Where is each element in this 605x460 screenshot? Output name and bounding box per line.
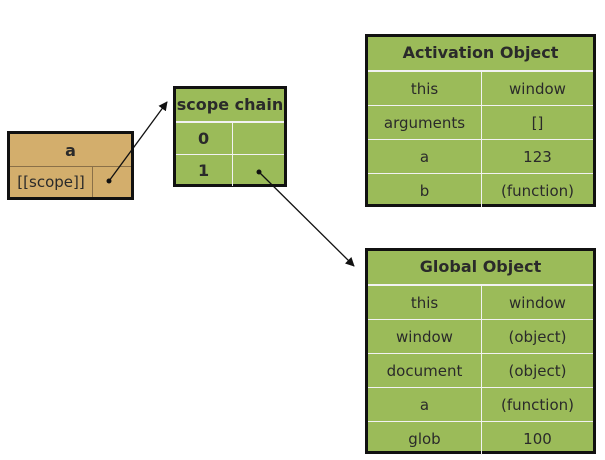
global-key: a	[419, 395, 430, 414]
global-row: glob 100	[368, 421, 593, 455]
object-a-title: a	[10, 134, 131, 167]
scope-chain-index-1: 1	[198, 161, 210, 180]
activation-key: this	[410, 79, 439, 98]
global-key: glob	[408, 429, 441, 448]
global-key: document	[386, 361, 463, 380]
scope-chain-box: scope chain 0 1	[173, 86, 287, 187]
activation-value: window	[481, 72, 593, 105]
object-a-box: a [[scope]]	[7, 131, 134, 200]
activation-key: a	[419, 147, 430, 166]
activation-row: this window	[368, 71, 593, 105]
object-a-scope-value	[92, 167, 131, 197]
object-a-scope-label: [[scope]]	[17, 173, 85, 191]
activation-key: arguments	[383, 113, 466, 132]
activation-row: b (function)	[368, 173, 593, 207]
activation-value: (function)	[481, 174, 593, 207]
scope-chain-row-1: 1	[176, 154, 284, 186]
activation-value: []	[481, 106, 593, 139]
activation-value: 123	[481, 140, 593, 173]
global-object-box: Global Object this window window (object…	[365, 248, 596, 455]
scope-chain-title: scope chain	[176, 89, 284, 122]
global-row: a (function)	[368, 387, 593, 421]
activation-object-box: Activation Object this window arguments …	[365, 34, 596, 207]
global-key: window	[396, 327, 453, 346]
activation-row: a 123	[368, 139, 593, 173]
global-row: window (object)	[368, 319, 593, 353]
global-value: 100	[481, 422, 593, 455]
activation-row: arguments []	[368, 105, 593, 139]
global-key: this	[410, 293, 439, 312]
global-row: document (object)	[368, 353, 593, 387]
object-a-row-scope: [[scope]]	[10, 167, 131, 197]
global-row: this window	[368, 285, 593, 319]
global-object-title: Global Object	[368, 251, 593, 285]
global-value: (object)	[481, 320, 593, 353]
activation-object-title: Activation Object	[368, 37, 593, 71]
scope-chain-slot-1	[232, 155, 284, 186]
scope-chain-index-0: 0	[198, 129, 210, 148]
activation-key: b	[419, 181, 430, 200]
global-value: (function)	[481, 388, 593, 421]
global-value: window	[481, 286, 593, 319]
global-value: (object)	[481, 354, 593, 387]
scope-chain-row-0: 0	[176, 122, 284, 154]
scope-chain-slot-0	[232, 123, 284, 154]
